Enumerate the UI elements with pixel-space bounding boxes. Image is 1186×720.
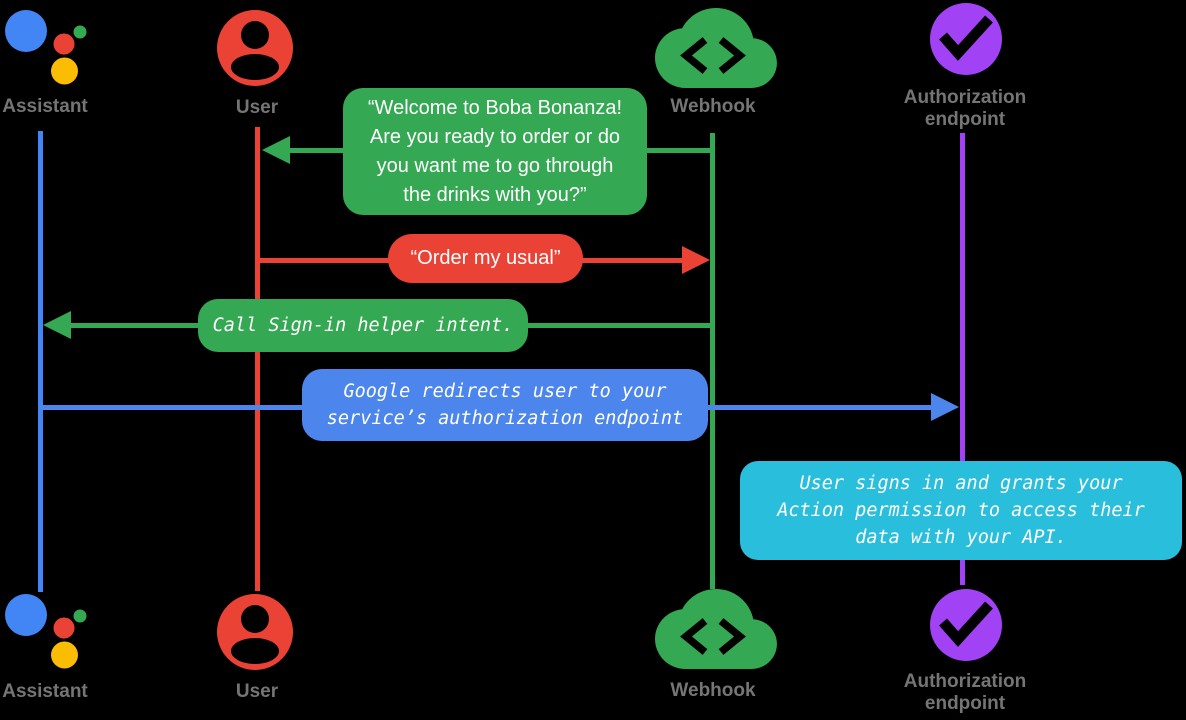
google-assistant-icon [5, 594, 87, 669]
check-circle-icon [930, 589, 1002, 661]
authorization-endpoint-label: Authorization endpoint [903, 671, 1027, 714]
signin-message-bubble: Call Sign-in helper intent. [198, 299, 528, 352]
webhook-lifeline [710, 133, 715, 589]
user-label: User [235, 97, 279, 118]
google-assistant-icon [5, 10, 87, 85]
check-circle-icon [930, 3, 1002, 75]
person-icon [217, 10, 293, 86]
redirect-message-bubble: Google redirects user to your service’s … [302, 369, 708, 441]
order-arrowhead-icon [682, 246, 710, 274]
assistant-label: Assistant [2, 96, 88, 117]
user-lifeline [255, 127, 260, 591]
webhook-label: Webhook [670, 96, 756, 117]
order-message-bubble: “Order my usual” [388, 234, 583, 283]
authorization-endpoint-lifeline [960, 133, 965, 585]
welcome-arrowhead-icon [262, 136, 290, 164]
person-icon [217, 594, 293, 670]
authorization-endpoint-label: Authorization endpoint [903, 87, 1027, 130]
assistant-label: Assistant [2, 681, 88, 702]
user-label: User [235, 681, 279, 702]
redirect-arrowhead-icon [931, 393, 959, 421]
cloud-code-icon [655, 589, 777, 669]
assistant-lifeline [38, 131, 43, 592]
webhook-label: Webhook [670, 680, 756, 701]
cloud-code-icon [655, 8, 777, 88]
grant-note-bubble: User signs in and grants your Action per… [740, 461, 1182, 560]
welcome-message-bubble: “Welcome to Boba Bonanza! Are you ready … [343, 88, 647, 215]
signin-arrowhead-icon [43, 311, 71, 339]
